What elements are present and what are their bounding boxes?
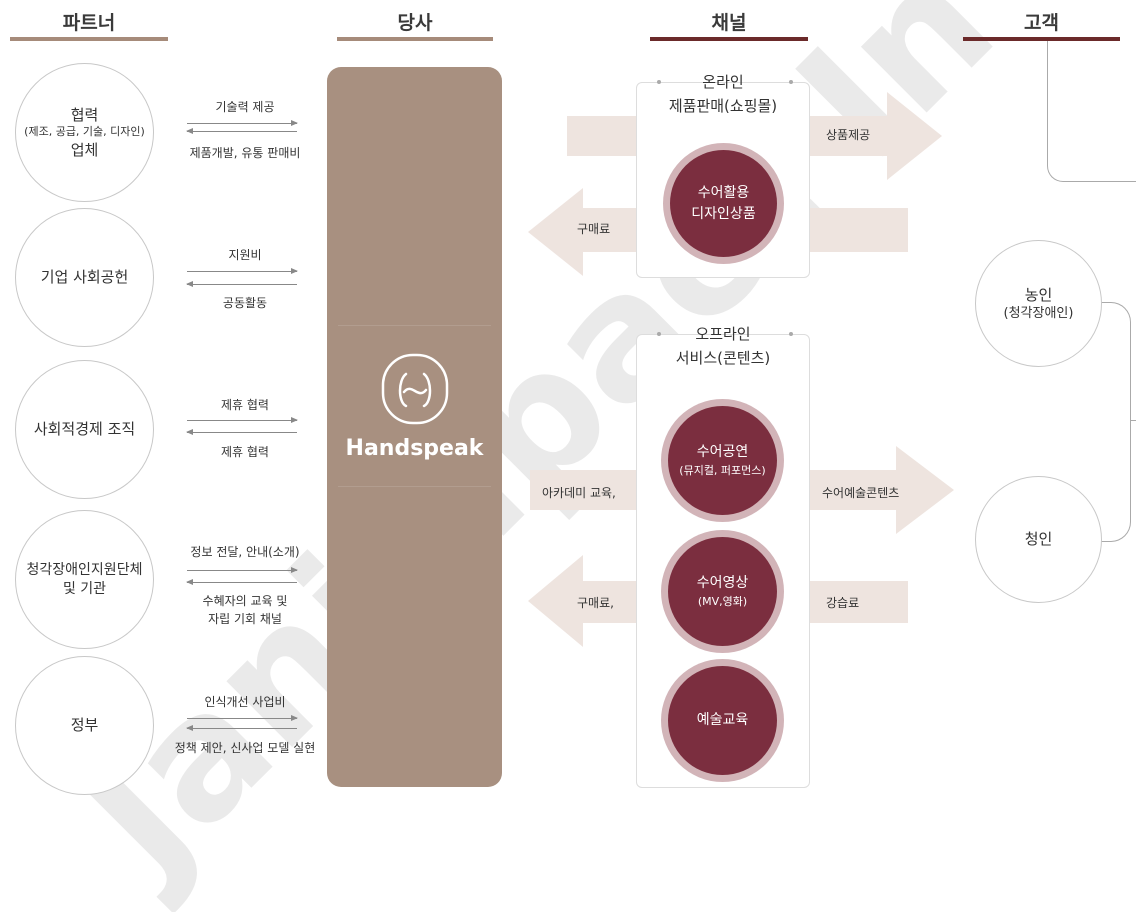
flow-label-top: 인식개선 사업비 xyxy=(204,695,286,709)
partner-circle-collab: 협력 (제조, 공급, 기술, 디자인) 업체 xyxy=(15,63,154,202)
offline-in-label: 구매료, xyxy=(577,596,614,610)
pill-label: 수어공연 xyxy=(696,444,749,461)
partner-label: 업체 xyxy=(70,140,99,159)
pill-label: 예술교육 xyxy=(696,712,749,729)
flow-label-top: 기술력 제공 xyxy=(215,100,275,114)
company-logo-text: Handspeak xyxy=(345,436,484,461)
flow-label-bottom: 정책 제안, 신사업 모델 실현 xyxy=(174,741,316,755)
header-customer-bar xyxy=(963,37,1120,41)
header-channel: 채널 xyxy=(711,12,747,34)
online-out-label: 상품제공 xyxy=(826,128,871,142)
header-company: 당사 xyxy=(397,12,433,34)
customer-circle-hearing: 청인 xyxy=(975,476,1102,603)
customer-label: 농인 xyxy=(1024,285,1053,304)
flow-label-top: 지원비 xyxy=(228,248,262,262)
header-channel-bar xyxy=(650,37,808,41)
partner-label: 사회적경제 조직 xyxy=(33,420,136,439)
offline-title-2: 서비스(콘텐츠) xyxy=(675,349,771,367)
flow-label-top: 정보 전달, 안내(소개) xyxy=(190,545,300,559)
header-partner-bar xyxy=(10,37,168,41)
pill-sublabel: (뮤지컬, 퍼포먼스) xyxy=(679,463,766,477)
offline-dot-left xyxy=(657,332,661,336)
flow-label-bottom: 공동활동 xyxy=(222,296,268,310)
online-in-label: 구매료 xyxy=(577,222,611,236)
online-title-2: 제품판매(쇼핑몰) xyxy=(668,97,778,115)
flow-arrow-left xyxy=(186,429,297,435)
company-box xyxy=(327,67,502,787)
customer-circle-deaf: 농인 (청각장애인) xyxy=(975,240,1102,367)
partner-sublabel: (제조, 공급, 기술, 디자인) xyxy=(24,125,145,139)
flow-arrow-right xyxy=(187,567,298,573)
header-customer: 고객 xyxy=(1024,12,1059,34)
handspeak-h-icon xyxy=(378,352,452,430)
flow-label-bottom: 수혜자의 교육 및 자립 기회 채널 xyxy=(202,594,288,626)
partner-label: 기업 사회공헌 xyxy=(40,268,129,287)
partner-circle-government: 정부 xyxy=(15,656,154,795)
partner-label: 협력 xyxy=(70,105,99,124)
partner-label: 청각장애인지원단체 xyxy=(26,561,143,578)
customer-sublabel: (청각장애인) xyxy=(1003,305,1074,321)
customer-bracket xyxy=(1100,302,1131,542)
partner-circle-social-economy: 사회적경제 조직 xyxy=(15,360,154,499)
offline-academy-label: 아카데미 교육, xyxy=(542,486,616,500)
header-partner: 파트너 xyxy=(62,12,116,34)
partner-label: 및 기관 xyxy=(62,580,107,597)
flow-arrow-right xyxy=(187,715,298,721)
pill-label: 수어활용 xyxy=(697,185,750,202)
offline-pill-sign-performance: 수어공연 (뮤지컬, 퍼포먼스) xyxy=(668,406,777,515)
online-pill-design-goods: 수어활용 디자인상품 xyxy=(670,150,777,257)
pill-sublabel: (MV,영화) xyxy=(697,594,748,608)
offline-pill-sign-video: 수어영상 (MV,영화) xyxy=(668,537,777,646)
online-title-1: 온라인 xyxy=(702,73,744,91)
partner-circle-deaf-org: 청각장애인지원단체 및 기관 xyxy=(15,510,154,649)
customer-top-connector xyxy=(1047,41,1136,182)
customer-label: 청인 xyxy=(1024,530,1053,549)
online-dot-left xyxy=(657,80,661,84)
flow-arrow-left xyxy=(186,281,297,287)
flow-arrow-left xyxy=(186,725,297,731)
flow-arrow-right xyxy=(187,268,298,274)
offline-pill-art-education: 예술교육 xyxy=(668,666,777,775)
offline-title-1: 오프라인 xyxy=(695,325,751,343)
partner-label: 정부 xyxy=(70,716,99,735)
pill-label: 디자인상품 xyxy=(691,205,756,222)
flow-arrow-left xyxy=(186,579,297,585)
partner-circle-csr: 기업 사회공헌 xyxy=(15,208,154,347)
flow-arrow-right xyxy=(187,120,298,126)
flow-label-top: 제휴 협력 xyxy=(221,398,269,412)
customer-bracket-tick xyxy=(1130,420,1136,421)
offline-fee-label: 강습료 xyxy=(826,596,860,610)
flow-label-bottom: 제휴 협력 xyxy=(221,445,269,459)
flow-arrow-left xyxy=(186,128,297,134)
company-logo-frame xyxy=(338,325,491,487)
online-dot-right xyxy=(789,80,793,84)
offline-dot-right xyxy=(789,332,793,336)
pill-label: 수어영상 xyxy=(696,575,749,592)
flow-arrow-right xyxy=(187,417,298,423)
flow-label-bottom: 제품개발, 유통 판매비 xyxy=(189,146,301,160)
header-company-bar xyxy=(337,37,493,41)
offline-out-label: 수어예술콘텐츠 xyxy=(822,486,900,500)
